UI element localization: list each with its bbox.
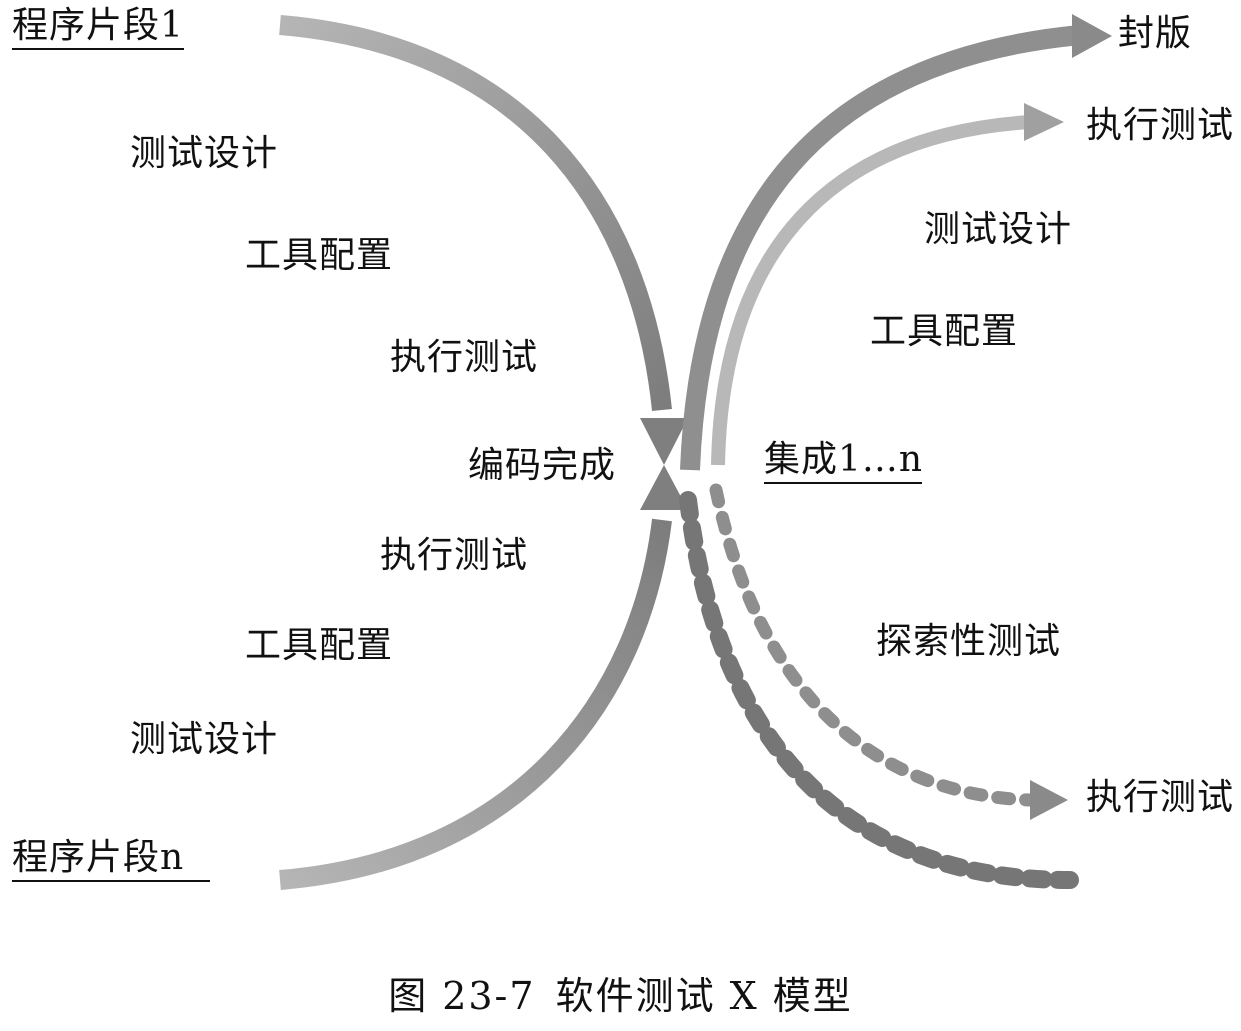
dashed-arrow-to-execute-lower <box>709 483 1037 807</box>
label-left-tool-config-upper: 工具配置 <box>245 235 394 276</box>
label-right-test-design: 测试设计 <box>924 209 1073 250</box>
label-execute-test-upper-output: 执行测试 <box>1086 105 1235 146</box>
arrow-fragmentn-to-coding <box>279 518 672 890</box>
label-integration: 集成1…n <box>764 440 922 484</box>
figure-caption: 图 23-7 软件测试 X 模型 <box>0 974 1241 1018</box>
label-program-fragment-n: 程序片段n <box>12 838 210 882</box>
label-exploratory-test: 探索性测试 <box>876 621 1062 662</box>
arrowhead-execute-upper <box>1024 103 1064 141</box>
arrow-to-execute-upper <box>711 115 1031 466</box>
label-release: 封版 <box>1118 13 1193 54</box>
arrow-to-release <box>680 25 1081 471</box>
label-left-tool-config-lower: 工具配置 <box>245 625 394 666</box>
caption-title: 软件测试 X 模型 <box>555 974 853 1018</box>
label-left-test-design-upper: 测试设计 <box>130 133 279 174</box>
label-left-test-design-lower: 测试设计 <box>130 719 279 760</box>
caption-number: 23-7 <box>442 974 536 1018</box>
arrow-fragment1-to-coding <box>279 15 672 412</box>
caption-prefix: 图 <box>388 974 429 1018</box>
dashed-arrow-exploratory <box>679 491 1079 889</box>
label-right-tool-config: 工具配置 <box>870 311 1019 352</box>
arrowhead-down-coding <box>640 418 688 465</box>
label-left-execute-test-lower: 执行测试 <box>380 535 529 576</box>
label-program-fragment-1: 程序片段1 <box>12 6 184 50</box>
arrowhead-up-coding <box>640 465 688 510</box>
label-left-execute-test-upper: 执行测试 <box>390 337 539 378</box>
arrowhead-execute-lower <box>1030 780 1068 820</box>
arrowhead-release <box>1072 14 1112 58</box>
label-coding-complete: 编码完成 <box>468 445 617 486</box>
label-execute-test-lower-output: 执行测试 <box>1086 777 1235 818</box>
